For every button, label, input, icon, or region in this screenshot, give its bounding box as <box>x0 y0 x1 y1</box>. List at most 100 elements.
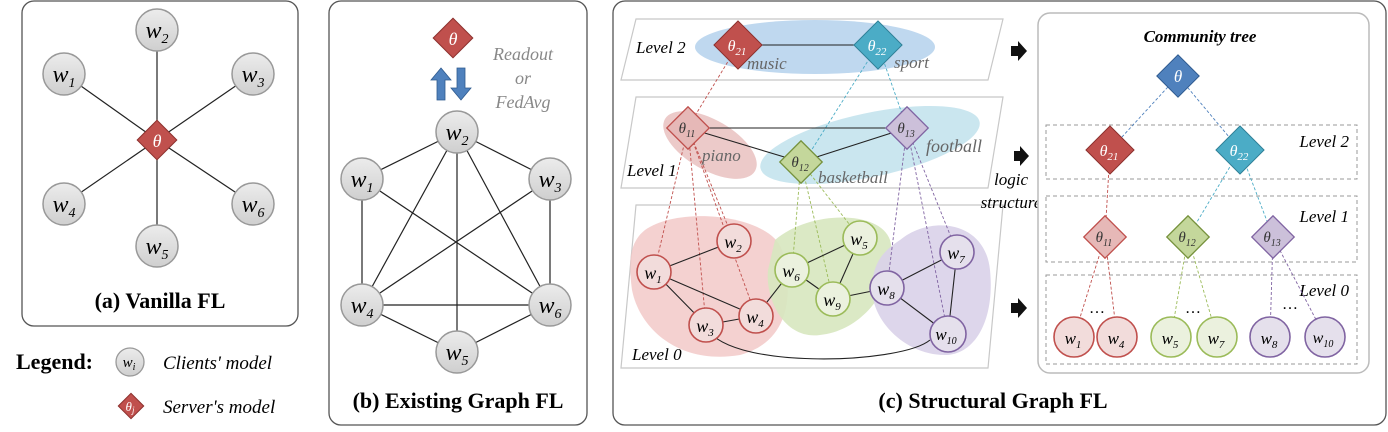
client-node-w4: w4 <box>738 298 774 334</box>
svg-text:w5: w5 <box>145 234 168 263</box>
svg-text:θ: θ <box>1174 67 1182 86</box>
community-tree-title: Community tree <box>1144 27 1257 46</box>
legend-server-icon: θj <box>117 392 145 420</box>
svg-text:w1: w1 <box>350 167 373 196</box>
client-node-w1: w1 <box>636 254 672 290</box>
theta11-node: θ11 <box>665 105 711 151</box>
svg-text:w1: w1 <box>52 62 75 91</box>
theta22-node: θ22 <box>853 20 903 70</box>
svg-text:θ11: θ11 <box>679 121 696 140</box>
client-node: w3 <box>528 157 572 201</box>
tree-level0-label: Level 0 <box>1298 281 1349 300</box>
svg-text:w9: w9 <box>823 290 841 313</box>
tree-theta21-node: θ21 <box>1085 125 1135 175</box>
svg-text:w1: w1 <box>1065 329 1082 351</box>
music-label: music <box>747 54 787 73</box>
client-node-w5: w5 <box>842 220 878 256</box>
client-node: w1 <box>42 52 86 96</box>
exchange-arrows-icon <box>430 67 472 101</box>
panel-a-frame <box>21 0 299 327</box>
svg-text:θ22: θ22 <box>868 38 887 58</box>
tree-leaf-w4: w4 <box>1096 316 1138 358</box>
tree-leaf-w7: w7 <box>1196 316 1238 358</box>
panel-vanilla-fl: w2 w1 w3 w4 w6 w5 θ (a) Vanilla FL <box>21 0 299 327</box>
svg-text:w4: w4 <box>746 307 764 330</box>
tree-level2-label: Level 2 <box>1298 132 1349 151</box>
client-node: w2 <box>435 110 479 154</box>
svg-text:w2: w2 <box>145 18 168 47</box>
community-tree-frame <box>1037 12 1370 374</box>
piano-label: piano <box>701 146 741 165</box>
tree-root-node: θ <box>1156 54 1200 98</box>
panel-a-caption: (a) Vanilla FL <box>95 288 226 313</box>
level1-label: Level 1 <box>626 161 677 180</box>
client-node-w9: w9 <box>815 281 851 317</box>
svg-text:w4: w4 <box>350 293 373 322</box>
svg-text:w7: w7 <box>1208 329 1225 351</box>
svg-text:w2: w2 <box>445 120 468 149</box>
svg-text:w8: w8 <box>1261 329 1278 351</box>
client-node-w6: w6 <box>774 252 810 288</box>
client-node: w6 <box>528 283 572 327</box>
tree-leaf-w10: w10 <box>1304 316 1346 358</box>
legend-title: Legend: <box>16 349 93 374</box>
hierarchy-links <box>653 44 958 335</box>
svg-text:w3: w3 <box>241 62 264 91</box>
svg-text:w2: w2 <box>724 232 742 255</box>
community-tree: Community tree Level 2 Level 1 Level 0 <box>1037 12 1370 374</box>
tree-level0-box <box>1045 274 1358 365</box>
svg-text:wi: wi <box>123 355 136 373</box>
tree-level2-box <box>1045 124 1358 180</box>
svg-text:θ21: θ21 <box>1100 143 1119 163</box>
ellipsis: … <box>1089 300 1105 317</box>
svg-text:θ22: θ22 <box>1230 143 1249 163</box>
level2-label: Level 2 <box>635 38 686 57</box>
client-node: w6 <box>231 182 275 226</box>
tree-level1-label: Level 1 <box>1298 207 1349 226</box>
legend-client-label: Clients' model <box>163 353 272 374</box>
svg-text:w3: w3 <box>696 316 714 339</box>
panel-structural-graph-fl: Level 2 Level 1 Level 0 θ21 θ22 music sp… <box>612 0 1387 426</box>
svg-text:w1: w1 <box>644 263 662 286</box>
svg-text:θ21: θ21 <box>728 38 747 58</box>
or-label: or <box>515 68 532 88</box>
client-node-w2: w2 <box>716 223 752 259</box>
ellipsis: … <box>1282 296 1298 313</box>
panel-existing-graph-fl: θ Readout or FedAvg w2 w1 w3 w4 w6 w5 <box>328 0 588 426</box>
svg-text:θj: θj <box>126 399 135 415</box>
readout-label: Readout <box>492 44 554 64</box>
client-node-w8: w8 <box>869 270 905 306</box>
fedavg-label: FedAvg <box>495 92 551 112</box>
server-node: θ <box>136 119 178 161</box>
server-node: θ <box>432 17 474 59</box>
client-node-w10: w10 <box>929 315 967 353</box>
svg-text:w5: w5 <box>445 340 468 369</box>
client-node: w2 <box>135 8 179 52</box>
svg-text:w4: w4 <box>52 192 75 221</box>
sport-label: sport <box>894 53 930 72</box>
structure-label: structure <box>981 193 1042 212</box>
logic-label: logic <box>994 170 1028 189</box>
svg-text:θ13: θ13 <box>897 121 914 140</box>
tree-theta12-node: θ12 <box>1165 214 1211 260</box>
legend-client-icon: wi <box>115 347 145 377</box>
tree-leaf-w1: w1 <box>1053 316 1095 358</box>
tree-level1-box <box>1045 195 1358 263</box>
client-node: w5 <box>435 330 479 374</box>
svg-text:w10: w10 <box>1313 330 1334 350</box>
client-node: w3 <box>231 52 275 96</box>
tree-leaf-w8: w8 <box>1249 316 1291 358</box>
panel-c-caption: (c) Structural Graph FL <box>878 388 1107 413</box>
client-node: w1 <box>340 157 384 201</box>
ellipsis: … <box>1185 300 1201 317</box>
client-node-w3: w3 <box>688 307 724 343</box>
football-label: football <box>926 136 982 156</box>
theta13-node: θ13 <box>884 105 930 151</box>
right-arrow-icons <box>1011 41 1029 318</box>
svg-text:w3: w3 <box>538 167 561 196</box>
level0-label: Level 0 <box>631 345 682 364</box>
svg-text:w4: w4 <box>1108 329 1125 351</box>
svg-text:θ12: θ12 <box>791 155 808 174</box>
theta21-node: θ21 <box>713 20 763 70</box>
